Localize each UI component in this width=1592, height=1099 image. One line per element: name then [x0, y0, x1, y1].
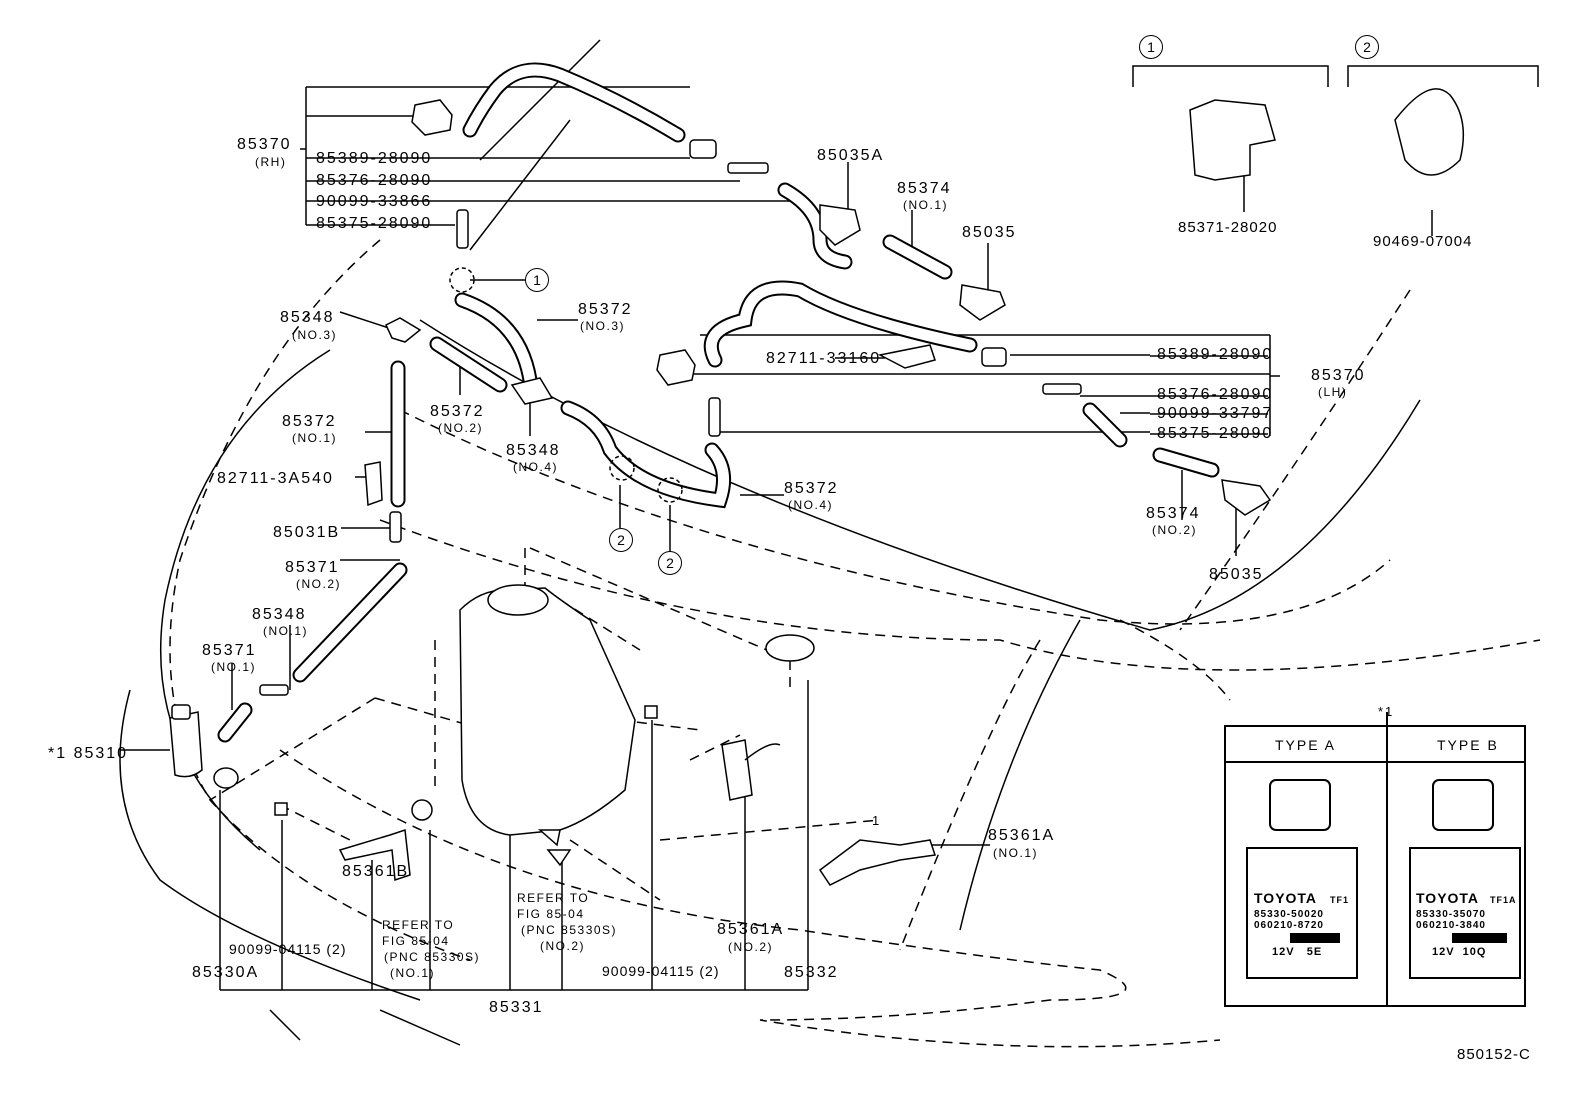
label-82711-33160: 82711-33160 — [766, 350, 882, 367]
label-no1: (NO.1) — [993, 846, 1038, 860]
callout-2: 2 — [1355, 35, 1379, 59]
label-no1: (NO.1) — [211, 660, 256, 674]
label-85371-no1: 85371 — [202, 642, 257, 659]
label-rh-85375: 85375-28090 — [316, 215, 433, 232]
refer-note-2: (PNC 85330S) — [521, 923, 618, 937]
label-85035: 85035 — [962, 224, 1017, 241]
label-82711-3a540: 82711-3A540 — [217, 470, 334, 487]
callout-2: 2 — [658, 551, 682, 575]
pump-a-code: TF1 — [1330, 895, 1350, 905]
label-85361a-no2: 85361A — [717, 921, 785, 938]
label-no2: (NO.2) — [296, 577, 341, 591]
refer-note-1: FIG 85-04 — [382, 934, 450, 948]
label-no2: (NO.2) — [1152, 523, 1197, 537]
refer-note-1: (PNC 85330S) — [384, 950, 481, 964]
label-lh-85389: 85389-28090 — [1157, 346, 1274, 363]
label-lh-85375: 85375-28090 — [1157, 425, 1274, 442]
label-no2: (NO.2) — [438, 421, 483, 435]
label-no2: (NO.2) — [728, 940, 773, 954]
label-85361b: 85361B — [342, 863, 410, 880]
label-85374-no2: 85374 — [1146, 505, 1201, 522]
refer-note-2: FIG 85-04 — [517, 907, 585, 921]
refer-note-2: REFER TO — [517, 891, 590, 905]
label-90099-04115-b: 90099-04115 (2) — [602, 963, 720, 979]
label-85371-28020: 85371-28020 — [1178, 219, 1278, 236]
label-no1: (NO.1) — [903, 198, 948, 212]
label-no4: (NO.4) — [513, 460, 558, 474]
refer-note-1: REFER TO — [382, 918, 455, 932]
label-no1: (NO.1) — [263, 624, 308, 638]
label-rh-90099: 90099-33866 — [316, 193, 433, 210]
pump-b-code: TF1A — [1490, 895, 1517, 905]
refer-note-2: (NO.2) — [540, 939, 585, 953]
inset-frame — [1224, 725, 1526, 1007]
label-rh-85376: 85376-28090 — [316, 172, 433, 189]
label-85372-no4: 85372 — [784, 480, 839, 497]
label-85331: 85331 — [489, 999, 544, 1016]
label-lh-90099: 90099-33797 — [1157, 405, 1274, 422]
label-85348-no4: 85348 — [506, 442, 561, 459]
label-no1: (NO.1) — [292, 431, 337, 445]
washer-tank — [459, 587, 636, 836]
inset-type-b: TYPE B — [1437, 737, 1499, 753]
callout-1: 1 — [1139, 35, 1163, 59]
label-90099-04115-a: 90099-04115 (2) — [229, 941, 347, 957]
label-no3: (NO.3) — [580, 319, 625, 333]
label-85374-no1: 85374 — [897, 180, 952, 197]
label-85031b: 85031B — [273, 524, 341, 541]
label-85035a: 85035A — [817, 147, 885, 164]
label-85371-no2: 85371 — [285, 559, 340, 576]
label-85035-b: 85035 — [1209, 566, 1264, 583]
label-85348-no1: 85348 — [252, 606, 307, 623]
label-rh: (RH) — [255, 155, 287, 169]
label-85370-lh: 85370 — [1311, 367, 1366, 384]
callout-2: 2 — [609, 528, 633, 552]
label-lh: (LH) — [1318, 385, 1348, 399]
label-no4: (NO.4) — [788, 498, 833, 512]
label-85372-no3: 85372 — [578, 301, 633, 318]
label-85370-rh: 85370 — [237, 136, 292, 153]
pump-b-pn1: 85330-35070 — [1416, 909, 1486, 920]
pump-a-pn2: 060210-8720 — [1254, 920, 1324, 931]
label-85361a-no1: 85361A — [988, 827, 1056, 844]
figure-id: 850152-C — [1457, 1046, 1531, 1063]
inset-type-a: TYPE A — [1275, 737, 1337, 753]
pump-a-spec: 12V 5E — [1272, 946, 1323, 958]
label-85310: *1 85310 — [48, 745, 129, 762]
pump-b-pn2: 060210-3840 — [1416, 920, 1486, 931]
label-85372-no2: 85372 — [430, 403, 485, 420]
pump-a-pn1: 85330-50020 — [1254, 909, 1324, 920]
callout-1: 1 — [525, 268, 549, 292]
refer-note-1: (NO.1) — [390, 966, 435, 980]
pump-a-brand: TOYOTA — [1254, 890, 1318, 906]
label-90469-07004: 90469-07004 — [1373, 233, 1473, 250]
inset-ref: *1 — [1378, 704, 1395, 719]
label-lh-85376: 85376-28090 — [1157, 386, 1274, 403]
label-rh-85389: 85389-28090 — [316, 150, 433, 167]
label-85372-no1: 85372 — [282, 413, 337, 430]
label-no3: (NO.3) — [292, 328, 337, 342]
label-85348-no3: 85348 — [280, 309, 335, 326]
pump-b-brand: TOYOTA — [1416, 890, 1480, 906]
pump-b-spec: 12V 10Q — [1432, 946, 1487, 958]
label-1: 1 — [872, 813, 882, 828]
label-85330a: 85330A — [192, 964, 260, 981]
label-85332: 85332 — [784, 964, 839, 981]
body-outline — [169, 239, 471, 961]
